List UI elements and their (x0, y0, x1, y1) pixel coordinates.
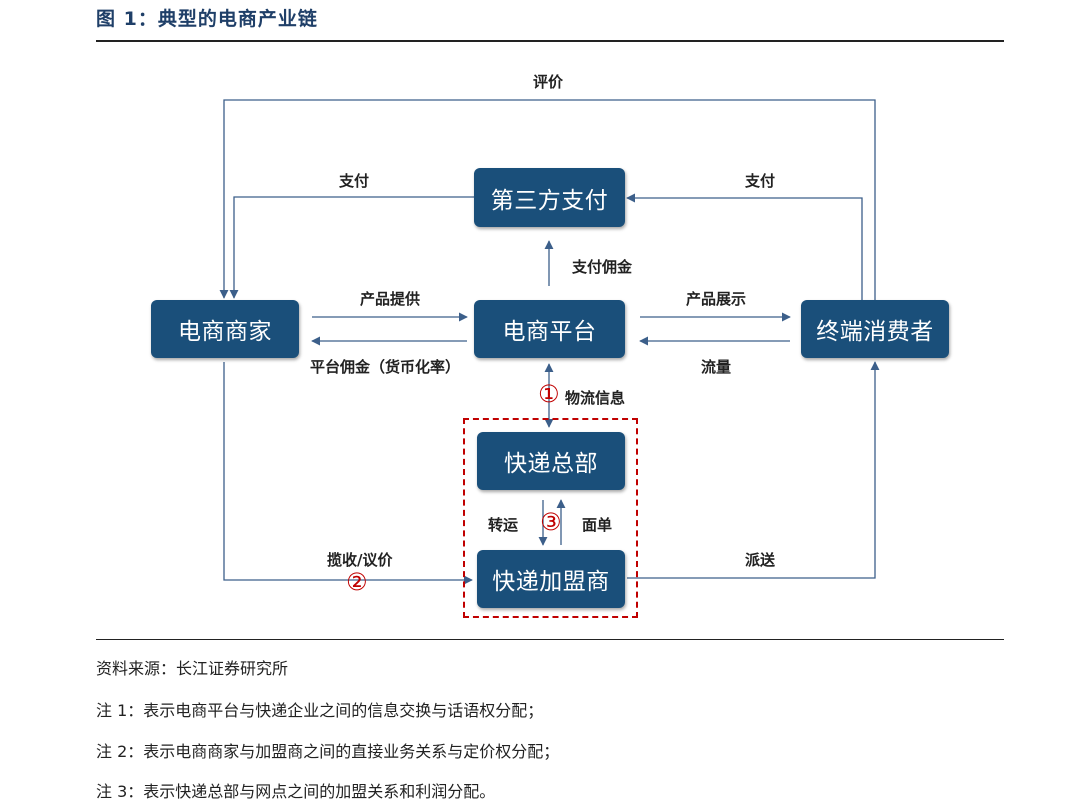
node-third-party-payment[interactable]: 第三方支付 (474, 168, 625, 227)
marker-2: ② (346, 568, 368, 596)
label-transfer: 转运 (488, 516, 519, 534)
label-waybill: 面单 (582, 516, 613, 534)
marker-3: ③ (540, 508, 562, 536)
node-express-franchisee[interactable]: 快递加盟商 (477, 550, 625, 608)
label-pay-left: 支付 (339, 172, 370, 190)
label-product-display: 产品展示 (686, 290, 747, 308)
note-3: 注 3：表示快递总部与网点之间的加盟关系和利润分配。 (96, 782, 496, 801)
label-logistics-info: 物流信息 (565, 389, 626, 407)
node-merchant[interactable]: 电商商家 (151, 300, 299, 358)
note-1: 注 1：表示电商平台与快递企业之间的信息交换与话语权分配； (96, 701, 544, 720)
source-note: 资料来源：长江证券研究所 (96, 659, 289, 678)
note-2: 注 2：表示电商商家与加盟商之间的直接业务关系与定价权分配； (96, 742, 560, 761)
label-delivery: 派送 (745, 551, 776, 569)
label-review: 评价 (533, 73, 564, 91)
pay-right-arrow (626, 193, 863, 300)
delivery-arrow (627, 361, 880, 579)
label-pay-commission: 支付佣金 (572, 258, 633, 276)
label-pickup-pricing: 揽收/议价 (327, 551, 393, 569)
review-arrow (219, 99, 876, 300)
pickup-arrow (223, 362, 473, 585)
node-express-hq[interactable]: 快递总部 (477, 432, 625, 490)
marker-1: ① (538, 380, 560, 408)
bottom-rule (96, 639, 1004, 640)
label-product-supply: 产品提供 (360, 290, 421, 308)
label-pay-right: 支付 (745, 172, 776, 190)
pay-left-arrow (229, 196, 474, 299)
node-platform[interactable]: 电商平台 (474, 300, 625, 358)
express-group-box (463, 418, 638, 618)
label-traffic: 流量 (701, 358, 732, 376)
label-platform-commission: 平台佣金（货币化率） (310, 358, 461, 376)
node-consumer[interactable]: 终端消费者 (801, 300, 949, 358)
top-rule (96, 40, 1004, 42)
figure-title: 图 1：典型的电商产业链 (96, 8, 318, 30)
